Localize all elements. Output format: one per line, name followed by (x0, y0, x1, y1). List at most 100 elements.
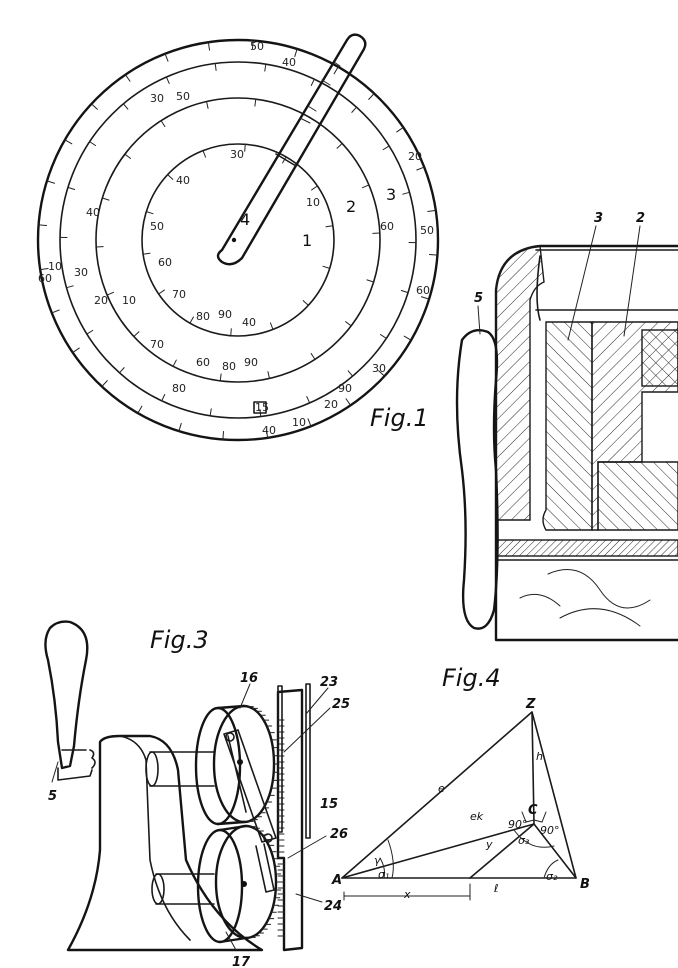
edge-h: h (536, 750, 543, 763)
ref-3: 3 (594, 211, 603, 226)
tick-mark (124, 153, 131, 159)
base-block (597, 461, 678, 531)
angle-sigma3: σ₃ (518, 834, 530, 847)
outer-label: 40 (262, 424, 276, 437)
tick-mark (282, 156, 287, 164)
tick-mark (101, 197, 110, 201)
edge-ek: ek (470, 810, 484, 823)
tick-mark (403, 335, 412, 341)
ref-5-handle: 5 (48, 789, 57, 804)
tick-mark (325, 225, 334, 228)
middle-label: 20 (94, 294, 108, 307)
middle-label: 80 (222, 360, 236, 373)
middle-label: 90 (244, 356, 258, 369)
tick-mark (90, 103, 98, 110)
handle-5 (455, 329, 499, 630)
angle-sigma1: σ₁ (378, 868, 389, 881)
tick-mark (164, 53, 169, 62)
tick-mark (351, 106, 357, 113)
tick-mark (189, 316, 194, 324)
outer-label: 30 (150, 92, 164, 105)
edge-x: x (403, 888, 411, 901)
tick-mark (333, 66, 339, 75)
tick-mark (366, 279, 375, 283)
tick-mark (165, 76, 170, 84)
tick-mark (51, 309, 60, 314)
plate-layer (495, 539, 678, 557)
tick-mark (310, 78, 315, 86)
tick-mark (361, 184, 370, 189)
top-cap (535, 249, 678, 321)
tick-mark (119, 367, 125, 374)
index-box-label: 15 (255, 401, 269, 414)
tick-mark (306, 396, 311, 404)
outer-label: 50 (250, 40, 264, 53)
fig4-triangle-geometry: Fig.4 Z A B C e ek y x ℓ h 90° 90° γ σ₁ … (331, 664, 590, 901)
tick-mark (101, 380, 108, 388)
outer-label: 20 (408, 150, 422, 163)
crank-arm (57, 749, 93, 781)
outer-label: 60 (416, 284, 430, 297)
tick-mark (67, 186, 76, 190)
ring-number-2: 2 (346, 197, 356, 216)
inner-label: 40 (242, 316, 256, 329)
dimension-x (343, 883, 471, 901)
tick-mark (219, 373, 222, 382)
tick-mark (244, 143, 246, 152)
tick-mark (207, 41, 211, 51)
middle-label: 60 (380, 220, 394, 233)
casing-wall (495, 245, 545, 521)
tick-mark (145, 211, 154, 215)
inner-label: 70 (172, 288, 186, 301)
tick-mark (209, 408, 212, 417)
tick-mark (214, 62, 217, 71)
tick-mark (416, 166, 425, 171)
shaft-bottom (155, 873, 215, 905)
point-z: Z (525, 697, 536, 712)
inner-label: 90 (218, 308, 232, 321)
index-box (253, 401, 267, 414)
angle-gamma: γ (374, 854, 381, 867)
outer-label: 30 (372, 362, 386, 375)
middle-scale-ring (95, 97, 381, 383)
tick-mark (269, 322, 274, 330)
tick-mark (202, 150, 207, 158)
tick-mark (396, 126, 404, 133)
tick-mark (265, 429, 269, 439)
triangle-azb (341, 711, 577, 879)
outer-scale-labels: 50 40 30 20 10 60 70 80 90 30 20 10 40 5… (38, 40, 434, 437)
tick-mark (142, 252, 151, 255)
angle-90-right: 90° (540, 824, 560, 837)
tick-mark (158, 289, 165, 295)
tick-mark (347, 370, 354, 377)
ring-number-1: 1 (302, 231, 312, 250)
point-c: C (528, 803, 538, 818)
tick-mark (311, 185, 318, 191)
part-3 (542, 321, 593, 531)
tick-mark (302, 300, 309, 306)
tick-mark (133, 331, 140, 338)
edge-l: ℓ (493, 882, 499, 895)
tick-mark (230, 328, 232, 337)
tick-mark (252, 40, 254, 50)
fig1-circular-scale: 4 1 2 3 30 40 50 60 70 80 90 40 10 40 30… (36, 33, 440, 442)
inner-label: 60 (158, 256, 172, 269)
tick-mark (86, 329, 94, 335)
fig2-sectional-view: 3 2 5 (455, 211, 678, 642)
tick-mark (322, 265, 331, 269)
tick-mark (310, 352, 316, 360)
tick-mark (345, 398, 352, 406)
tick-mark (160, 120, 166, 128)
tick-mark (420, 296, 430, 300)
tick-mark (368, 92, 375, 100)
tick-mark (267, 371, 270, 379)
inner-label: 30 (230, 148, 244, 161)
tick-mark (89, 141, 96, 146)
outer-label: 90 (338, 382, 352, 395)
outer-label: 50 (420, 224, 434, 237)
point-b: B (580, 877, 590, 892)
fig3-gear-mechanism: Fig.3 (44, 620, 350, 968)
link-bar (223, 729, 277, 843)
